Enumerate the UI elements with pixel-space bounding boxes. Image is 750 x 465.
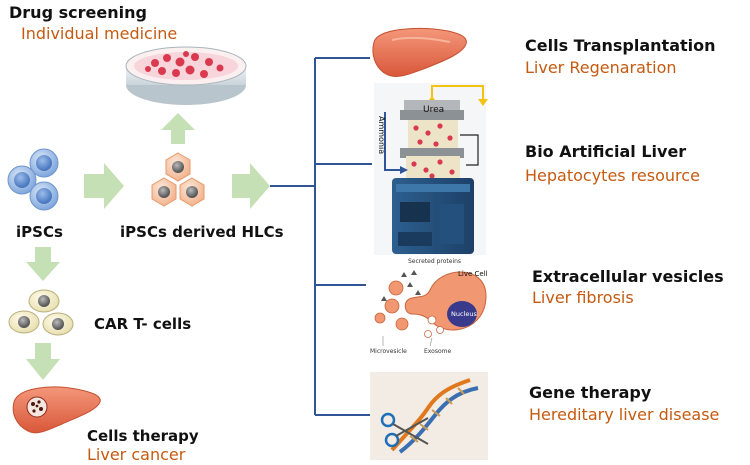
ipscs-label: iPSCs [16,223,63,241]
secreted-proteins-label: Secreted proteins [408,258,461,265]
bioartificial-title: Bio Artificial Liver [525,142,687,161]
liver-icon [372,28,467,77]
transplant-subtitle: Liver Regenaration [525,58,677,77]
bioartificial-subtitle: Hepatocytes resource [525,166,700,185]
drug-screening-title: Drug screening [9,3,147,22]
gene-title: Gene therapy [529,383,652,402]
gene-subtitle: Hereditary liver disease [529,405,720,424]
car-t-label: CAR T- cells [94,315,192,333]
vesicles-subtitle: Liver fibrosis [532,288,634,307]
right-arrow-icon [84,163,124,209]
right-arrow-icon [232,163,270,209]
microvesicle-label: Microvesicle [370,348,407,355]
hlc-cells-icon [151,152,205,207]
extracellular-vesicles-icon [366,258,487,356]
gene-therapy-icon [370,372,488,460]
vesicles-title: Extracellular vesicles [532,267,724,286]
liver-cancer-icon [12,386,101,434]
transplant-title: Cells Transplantation [525,36,716,55]
up-arrow-icon [161,113,195,144]
bioartificial-device-icon [374,83,488,255]
ipsc-cells-icon [7,148,59,211]
ammonia-label: Ammonia [377,116,386,154]
hlcs-label: iPSCs derived HLCs [120,223,284,241]
cells-therapy-subtitle: Liver cancer [87,445,186,464]
drug-screening-subtitle: Individual medicine [21,24,178,43]
down-arrow-icon [26,247,60,281]
live-cell-label: Live Cell [458,270,488,278]
nucleus-label: Nucleus [451,310,477,318]
urea-label: Urea [423,105,444,115]
exosome-label: Exosome [424,348,451,355]
bracket-connector [270,57,372,416]
car-t-cells-icon [8,289,74,336]
down-arrow-icon [26,343,60,380]
cells-therapy-title: Cells therapy [87,427,199,445]
petri-dish-icon [125,46,247,105]
